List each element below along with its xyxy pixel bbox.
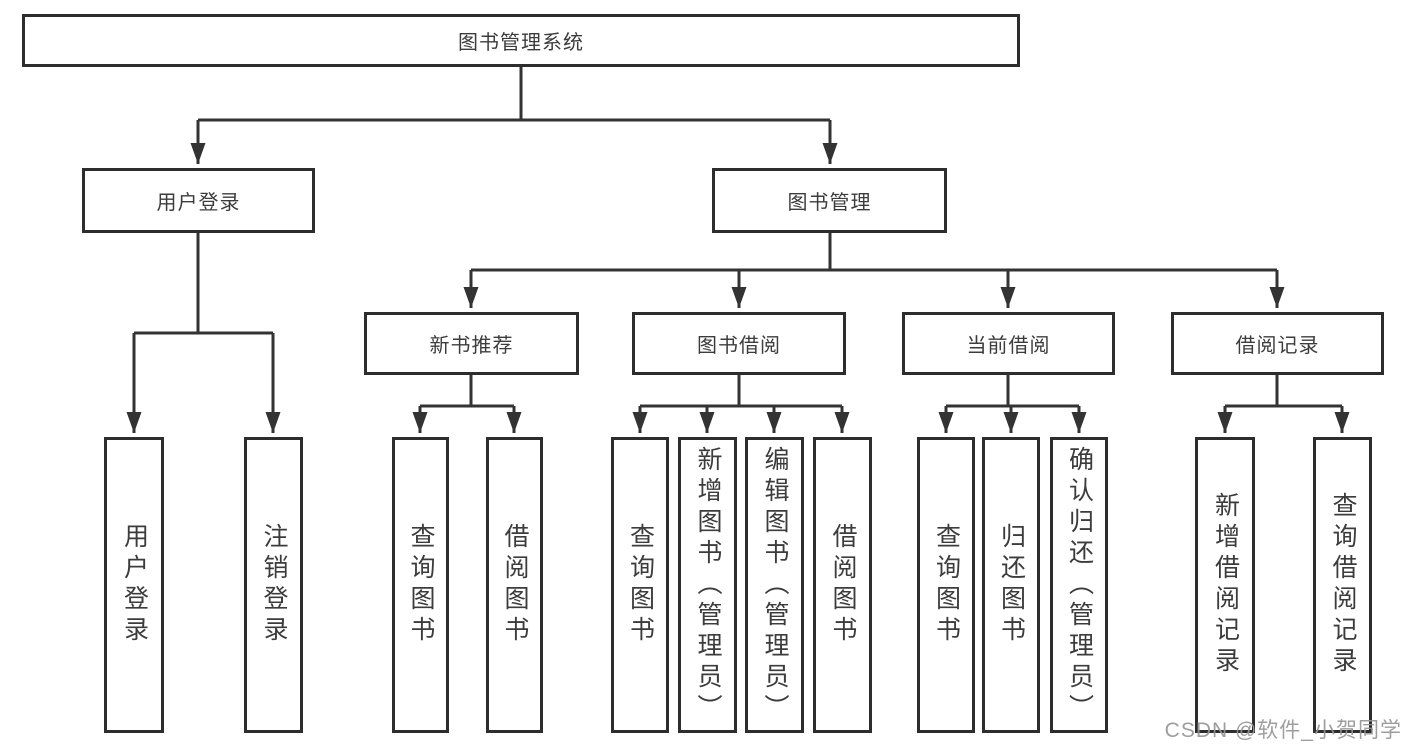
leaf-logout: 注销登录	[244, 437, 303, 733]
leaf-add-borrow-record: 新增借阅记录	[1195, 437, 1255, 733]
leaf-user-login: 用户登录	[104, 437, 164, 733]
leaf-query-books-current: 查询图书	[917, 437, 975, 733]
leaf-query-borrow-record: 查询借阅记录	[1313, 437, 1372, 733]
leaf-query-books-borrow: 查询图书	[611, 437, 669, 733]
leaf-query-books-recommend: 查询图书	[392, 437, 449, 733]
node-book-management: 图书管理	[712, 168, 947, 233]
node-book-borrowing: 图书借阅	[632, 312, 846, 375]
node-current-borrowing: 当前借阅	[902, 312, 1115, 375]
leaf-add-books-admin: 新增图书（管理员）	[678, 437, 737, 733]
leaf-borrow-books: 借阅图书	[813, 437, 872, 733]
csdn-watermark: CSDN @软件_小贺同学	[1164, 719, 1402, 742]
leaf-return-books: 归还图书	[982, 437, 1040, 733]
leaf-borrow-books-recommend: 借阅图书	[486, 437, 543, 733]
node-borrowing-records: 借阅记录	[1171, 312, 1384, 375]
leaf-confirm-return-admin: 确认归还（管理员）	[1050, 437, 1108, 733]
node-library-management-system: 图书管理系统	[22, 14, 1020, 67]
node-user-login: 用户登录	[82, 168, 315, 233]
node-new-book-recommendation: 新书推荐	[364, 312, 579, 375]
leaf-edit-books-admin: 编辑图书（管理员）	[745, 437, 804, 733]
